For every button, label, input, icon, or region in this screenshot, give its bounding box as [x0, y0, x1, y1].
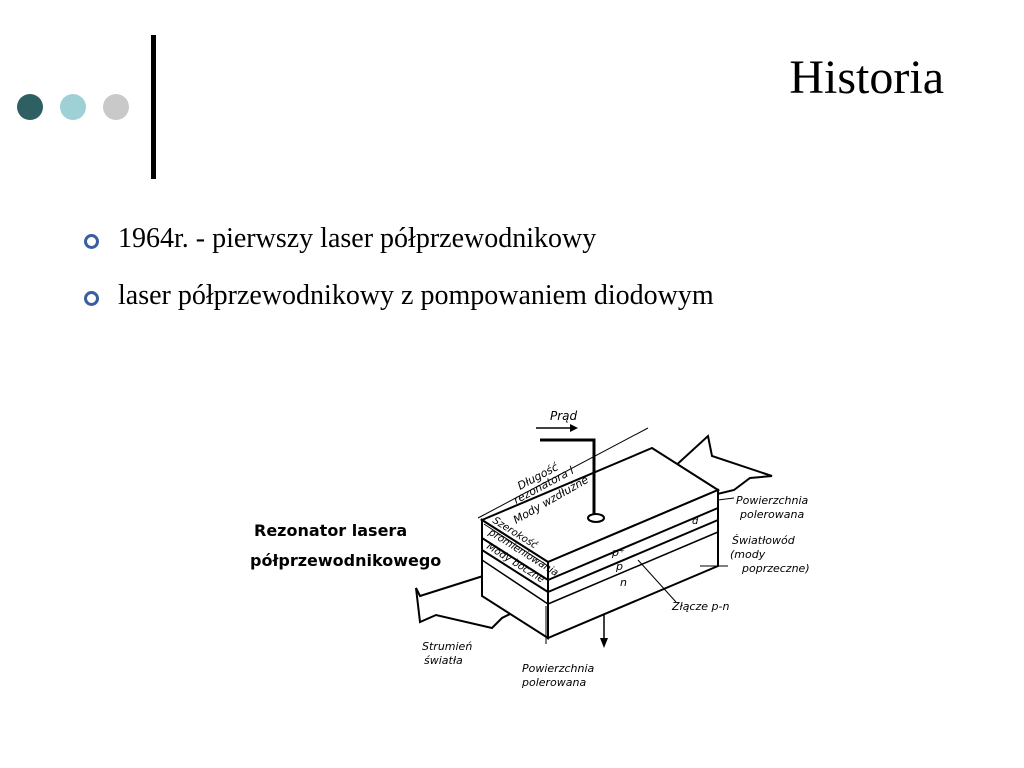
list-item: 1964r. - pierwszy laser półprzewodnikowy: [84, 222, 714, 256]
bullet-text: 1964r. - pierwszy laser półprzewodnikowy: [118, 223, 597, 254]
layer-line: [547, 519, 719, 593]
layer-n: n: [620, 576, 627, 589]
layer-line: [547, 531, 719, 605]
label-strumien: Strumień: [422, 640, 472, 653]
bullet-icon: [84, 291, 99, 306]
page-title: Historia: [789, 51, 944, 104]
layer-line: [481, 537, 549, 581]
label-swiatlowod: Światłowód: [732, 534, 796, 547]
bullet-list: 1964r. - pierwszy laser półprzewodnikowy…: [84, 222, 714, 336]
bullet-text: laser półprzewodnikowy z pompowaniem dio…: [118, 280, 714, 311]
label-d: d: [692, 516, 699, 527]
label-powierzchnia-bottom: Powierzchnia: [522, 662, 595, 675]
laser-resonator-diagram: Rezonator lasera półprzewodnikowego Prąd…: [250, 409, 810, 689]
decor-dot-dark: [17, 94, 43, 120]
label-powierzchnia-top: Powierzchnia: [736, 494, 809, 507]
layer-line: [547, 507, 719, 581]
label-polerowana-bottom: polerowana: [521, 676, 586, 689]
label-mody: (mody: [730, 548, 766, 561]
caption-line2: półprzewodnikowego: [250, 551, 441, 570]
contact-pad: [587, 513, 605, 523]
layer-line: [481, 559, 549, 605]
list-item: laser półprzewodnikowy z pompowaniem dio…: [84, 279, 714, 313]
label-prad: Prąd: [550, 409, 578, 423]
label-polerowana-top: polerowana: [739, 508, 804, 521]
layer-p: p: [615, 560, 623, 573]
label-zlacze: Złącze p-n: [671, 600, 729, 613]
label-swiatla: światła: [424, 654, 463, 667]
title-divider: [151, 35, 156, 179]
caption-line1: Rezonator lasera: [254, 521, 407, 540]
layer-p-plus: p⁺: [611, 546, 625, 559]
label-poprzeczne: poprzeczne): [741, 562, 810, 575]
layer-line: [481, 549, 549, 593]
bullet-icon: [84, 234, 99, 249]
current-wire: [540, 438, 596, 518]
decor-dot-light: [60, 94, 86, 120]
decor-dot-gray: [103, 94, 129, 120]
